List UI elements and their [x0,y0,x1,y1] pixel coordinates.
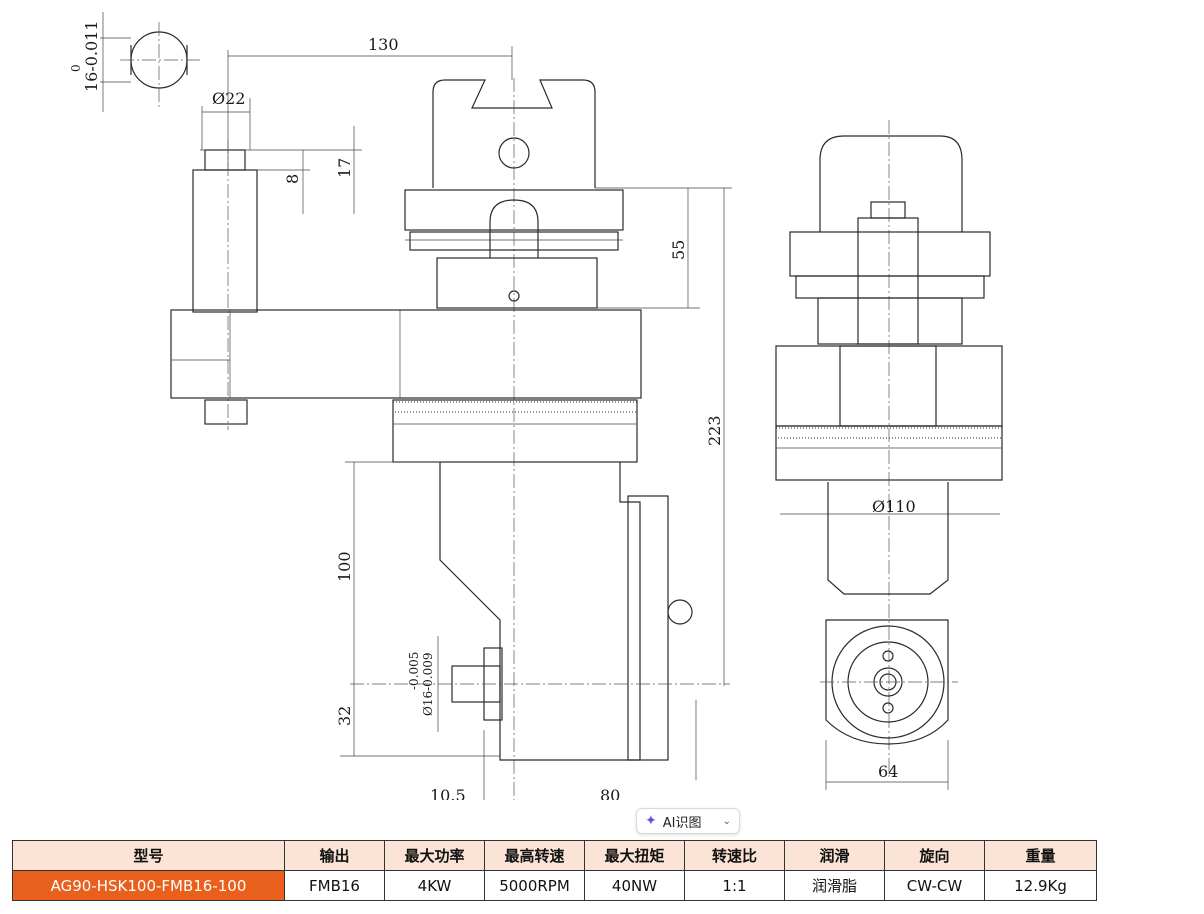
dim-shaft-top: -0.005 [407,652,421,690]
side-view: Ø110 64 [775,120,1003,790]
header-output: 输出 [284,840,385,871]
header-rotation: 旋向 [884,840,985,871]
dim-80: 80 [600,786,620,800]
dim-32: 32 [335,706,354,726]
ai-recognize-label: AI识图 [662,815,702,831]
table-row: AG90-HSK100-FMB16-100 FMB16 4KW 5000RPM … [12,870,1097,901]
cell-output: FMB16 [284,870,385,901]
dim-8: 8 [283,174,302,184]
header-lubrication: 润滑 [784,840,885,871]
cell-speed-ratio: 1:1 [684,870,785,901]
dim-10-5: 10.5 [430,786,466,800]
cell-model: AG90-HSK100-FMB16-100 [12,870,285,901]
tol-bottom-label: 16-0.011 [82,20,101,92]
header-speed-ratio: 转速比 [684,840,785,871]
dim-130: 130 [368,35,399,54]
header-max-speed: 最高转速 [484,840,585,871]
shaft-section-detail: 0 16-0.011 [69,12,200,112]
sparkle-icon: ✦ [645,813,657,829]
header-model: 型号 [12,840,285,871]
cell-weight: 12.9Kg [984,870,1097,901]
header-max-power: 最大功率 [384,840,485,871]
table-header-row: 型号 输出 最大功率 最高转速 最大扭矩 转速比 润滑 旋向 重量 [12,840,1097,871]
technical-drawing: 0 16-0.011 Ø22 130 17 8 [69,12,1003,800]
dim-55: 55 [669,240,688,260]
header-weight: 重量 [984,840,1097,871]
front-view: Ø22 130 17 8 55 223 [170,35,732,800]
ai-recognize-button[interactable]: ✦ AI识图 ⌄ [636,808,740,834]
cell-max-power: 4KW [384,870,485,901]
dim-shaft-main: Ø16-0.009 [421,652,435,716]
spec-table: 型号 输出 最大功率 最高转速 最大扭矩 转速比 润滑 旋向 重量 AG90-H… [12,840,1097,901]
dim-100: 100 [335,551,354,582]
header-max-torque: 最大扭矩 [584,840,685,871]
tol-top-label: 0 [69,64,83,72]
dim-17: 17 [335,158,354,178]
cell-max-speed: 5000RPM [484,870,585,901]
cell-max-torque: 40NW [584,870,685,901]
dim-64: 64 [878,762,898,781]
dim-d22: Ø22 [212,89,245,108]
cell-lubrication: 润滑脂 [784,870,885,901]
cell-rotation: CW-CW [884,870,985,901]
dim-d110: Ø110 [872,497,916,516]
dim-223: 223 [705,415,724,446]
chevron-down-icon: ⌄ [722,815,731,827]
